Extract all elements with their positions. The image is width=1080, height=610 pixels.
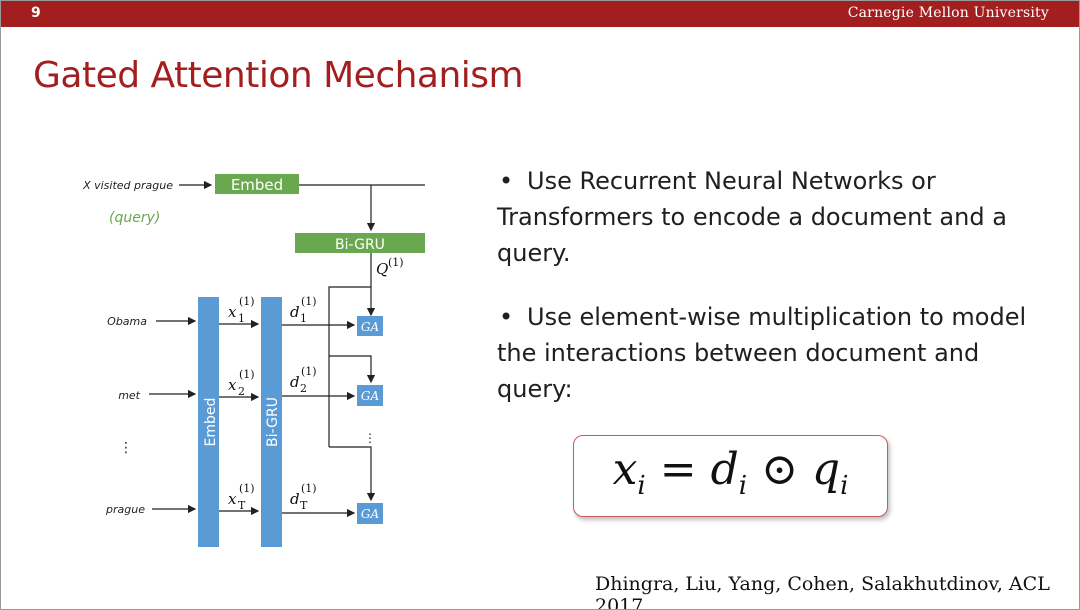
xt-sup: (1): [239, 482, 255, 495]
dt-sup: (1): [301, 482, 317, 495]
slide-title: Gated Attention Mechanism: [33, 55, 524, 96]
x2-label: x: [228, 376, 237, 394]
x2-sup: (1): [239, 368, 255, 381]
doc-bigru-label: Bi-GRU: [265, 397, 281, 447]
doc-token-ellipsis: ⋮: [119, 440, 133, 456]
d2-label: d: [290, 373, 300, 391]
x1-label: x: [228, 303, 237, 321]
dt-label: d: [290, 490, 300, 508]
d1-sup: (1): [301, 295, 317, 308]
ga-ellipsis: ⋮: [364, 431, 376, 445]
doc-embed-label: Embed: [203, 398, 219, 447]
d2-sub: 2: [300, 382, 307, 395]
ga-label-2: GA: [361, 389, 380, 403]
xt-sub: T: [238, 499, 246, 512]
query-embed-box: [215, 174, 299, 194]
x2-sub: 2: [238, 385, 245, 398]
query-tag: (query): [109, 210, 160, 226]
query-encoding-label: Q: [376, 260, 388, 278]
d1-sub: 1: [300, 312, 307, 325]
bullet-text-1: Use Recurrent Neural Networks or Transfo…: [497, 167, 1007, 267]
header-bar: 9 Carnegie Mellon University: [1, 1, 1079, 27]
bullet-item-1: •Use Recurrent Neural Networks or Transf…: [497, 167, 1007, 267]
d1-label: d: [290, 303, 300, 321]
ga-box-t: [357, 503, 383, 524]
bullet-list: •Use Recurrent Neural Networks or Transf…: [497, 163, 1037, 435]
bullet-item-2: •Use element-wise multiplication to mode…: [497, 303, 1027, 403]
bullet-text-2: Use element-wise multiplication to model…: [497, 303, 1027, 403]
x1-sup: (1): [239, 295, 255, 308]
query-bigru-label: Bi-GRU: [335, 237, 385, 253]
doc-token-2: met: [118, 389, 140, 402]
citation: Dhingra, Liu, Yang, Cohen, Salakhutdinov…: [595, 573, 1050, 610]
doc-token-1: Obama: [107, 315, 147, 328]
xt-label: x: [228, 490, 237, 508]
query-bigru-box: [295, 233, 425, 253]
page-number: 9: [31, 5, 41, 21]
doc-token-t: prague: [105, 503, 145, 516]
q-to-gat-arrow: [329, 446, 376, 502]
d2-sup: (1): [301, 365, 317, 378]
doc-embed-column: [198, 297, 219, 547]
ga-label-1: GA: [361, 320, 380, 334]
doc-bigru-column: [261, 297, 282, 547]
q-to-ga2-arrow: [329, 355, 376, 384]
institution-name: Carnegie Mellon University: [847, 5, 1049, 21]
query-embed-label: Embed: [231, 176, 283, 194]
q-branch-line: [328, 286, 371, 447]
x1-sub: 1: [238, 312, 245, 325]
ga-box-2: [357, 385, 383, 406]
dt-sub: T: [300, 499, 308, 512]
query-encoding-sup: (1): [388, 256, 404, 269]
ga-box-1: [357, 316, 383, 336]
ga-label-t: GA: [361, 507, 380, 521]
formula: xi = di ⊙ qi: [612, 444, 849, 501]
formula-box: xi = di ⊙ qi: [573, 435, 888, 517]
query-input-label: X visited prague: [82, 179, 173, 192]
